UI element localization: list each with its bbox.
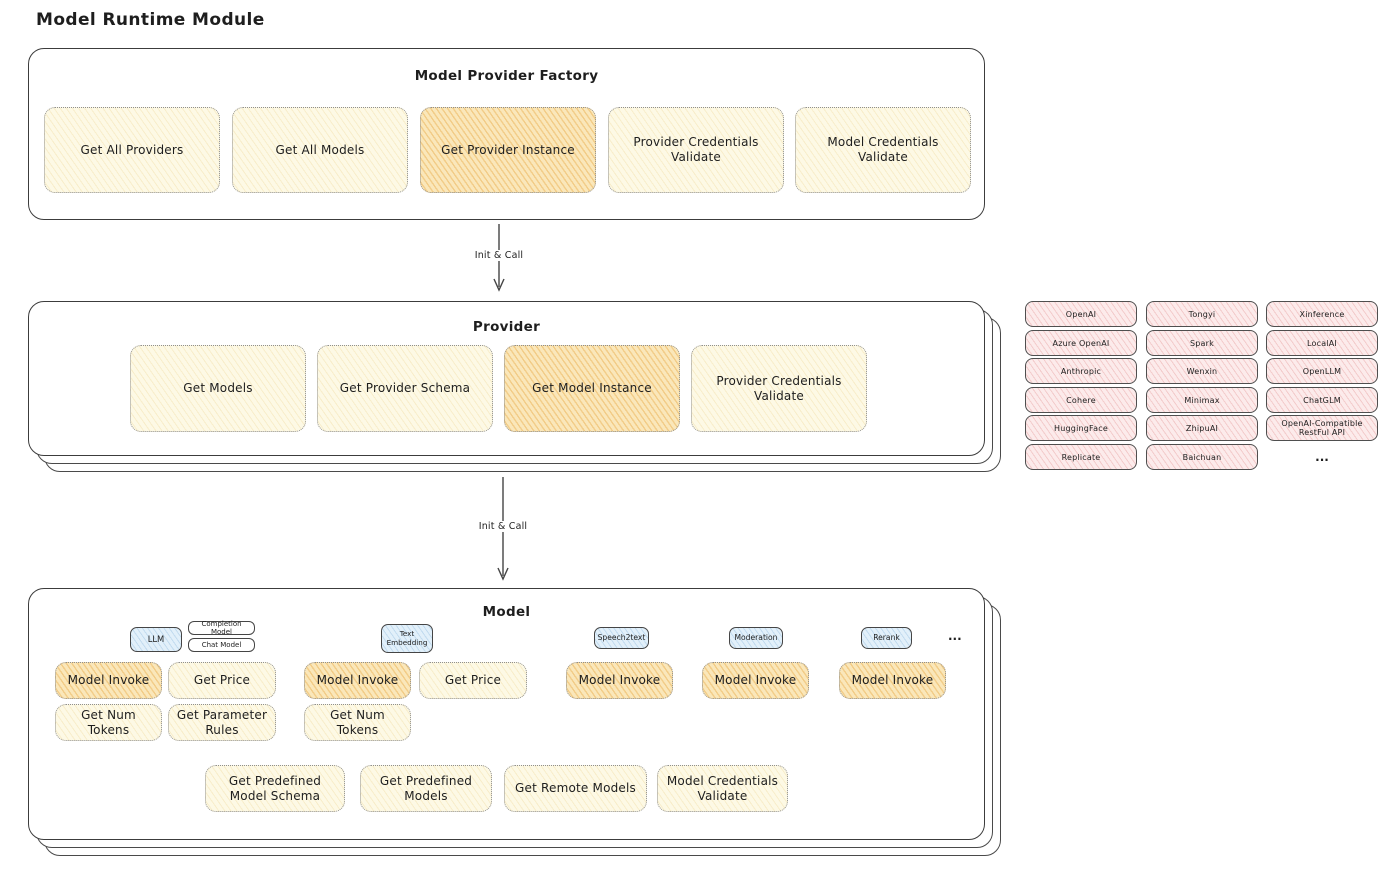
node-get-all-models: Get All Models [232, 107, 408, 193]
provider-pill-spark: Spark [1146, 330, 1258, 356]
provider-pill-xinference: Xinference [1266, 301, 1378, 327]
provider-pill-openllm: OpenLLM [1266, 358, 1378, 384]
node-model-credentials-validate-2: Model Credentials Validate [657, 765, 788, 812]
node-llm-get-num-tokens: Get Num Tokens [55, 704, 162, 741]
provider-pill-tongyi: Tongyi [1146, 301, 1258, 327]
node-get-all-providers: Get All Providers [44, 107, 220, 193]
node-get-models: Get Models [130, 345, 306, 432]
factory-box-title: Model Provider Factory [414, 68, 599, 84]
node-llm-model-invoke: Model Invoke [55, 662, 162, 699]
tag-moderation: Moderation [729, 627, 783, 649]
provider-pill-huggingface: HuggingFace [1025, 415, 1137, 441]
provider-list-ellipsis: ... [1315, 450, 1329, 464]
provider-pill-openai: OpenAI [1025, 301, 1137, 327]
provider-pill-chatglm: ChatGLM [1266, 387, 1378, 413]
node-get-provider-instance: Get Provider Instance [420, 107, 596, 193]
tag-speech2text: Speech2text [594, 627, 649, 649]
provider-pill-anthropic: Anthropic [1025, 358, 1137, 384]
node-get-predefined-model-schema: Get Predefined Model Schema [205, 765, 345, 812]
provider-pill-openai-compatible: OpenAI-Compatible RestFul API [1266, 415, 1378, 441]
tag-llm: LLM [130, 627, 182, 652]
tag-rerank: Rerank [861, 627, 912, 649]
diagram-title: Model Runtime Module [36, 10, 265, 30]
provider-pill-wenxin: Wenxin [1146, 358, 1258, 384]
node-s2t-model-invoke: Model Invoke [566, 662, 673, 699]
arrow1-label: Init & Call [466, 250, 532, 261]
model-box-title: Model [482, 604, 531, 620]
model-tags-ellipsis: ... [948, 629, 962, 643]
node-te-get-num-tokens: Get Num Tokens [304, 704, 411, 741]
node-llm-get-parameter-rules: Get Parameter Rules [168, 704, 276, 741]
tag-text-embedding: Text Embedding [381, 624, 433, 653]
provider-pill-baichuan: Baichuan [1146, 444, 1258, 470]
node-te-get-price: Get Price [419, 662, 527, 699]
provider-pill-zhipuai: ZhipuAI [1146, 415, 1258, 441]
tag-completion-model: Completion Model [188, 620, 255, 636]
node-moderation-model-invoke: Model Invoke [702, 662, 809, 699]
node-get-predefined-models: Get Predefined Models [360, 765, 492, 812]
node-te-model-invoke: Model Invoke [304, 662, 411, 699]
tag-chat-model: Chat Model [188, 638, 255, 652]
node-rerank-model-invoke: Model Invoke [839, 662, 946, 699]
provider-pill-replicate: Replicate [1025, 444, 1137, 470]
provider-box-title: Provider [472, 319, 541, 335]
provider-pill-localai: LocalAI [1266, 330, 1378, 356]
provider-pill-minimax: Minimax [1146, 387, 1258, 413]
node-get-provider-schema: Get Provider Schema [317, 345, 493, 432]
node-get-model-instance: Get Model Instance [504, 345, 680, 432]
node-provider-credentials-validate: Provider Credentials Validate [608, 107, 784, 193]
node-llm-get-price: Get Price [168, 662, 276, 699]
provider-pill-cohere: Cohere [1025, 387, 1137, 413]
provider-pill-azure-openai: Azure OpenAI [1025, 330, 1137, 356]
node-model-credentials-validate: Model Credentials Validate [795, 107, 971, 193]
node-provider-credentials-validate-2: Provider Credentials Validate [691, 345, 867, 432]
node-get-remote-models: Get Remote Models [504, 765, 647, 812]
arrow2-label: Init & Call [470, 521, 536, 532]
